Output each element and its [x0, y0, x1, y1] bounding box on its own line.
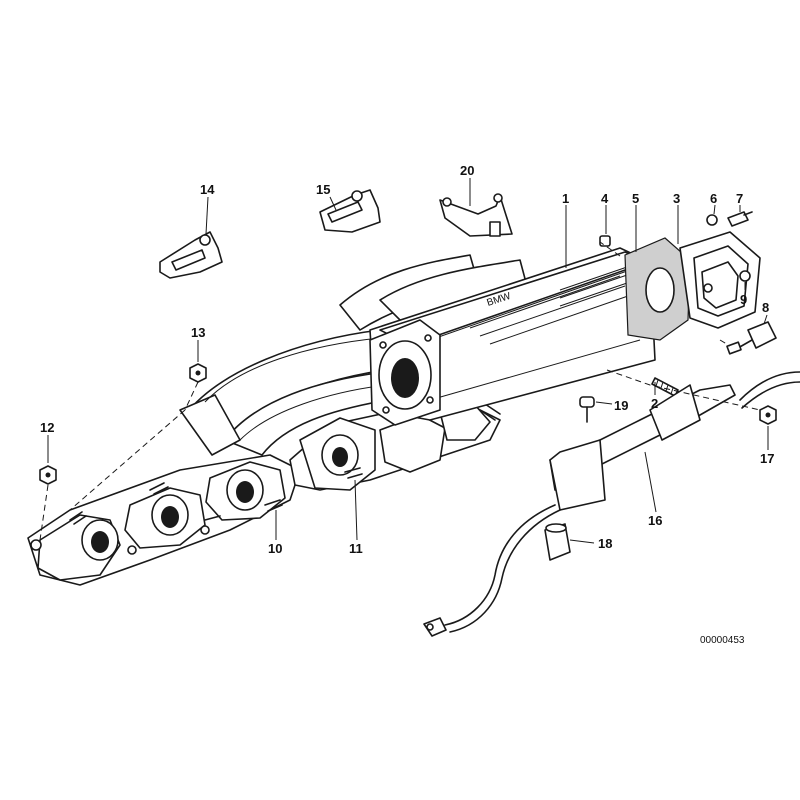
callout-13: 13 — [191, 325, 205, 340]
leader-lines — [47, 178, 769, 544]
bracket-part-14 — [159, 231, 223, 279]
screw-part-7-shaft — [743, 211, 753, 216]
bolt-part-7 — [727, 211, 749, 227]
exhaust-manifold-part-11 — [289, 403, 501, 491]
bolt-part-19 — [579, 396, 595, 423]
callout-2: 2 — [651, 396, 658, 411]
bracket-part-15 — [319, 189, 381, 233]
stud-part-2 — [651, 377, 679, 397]
end-cover-part-3 — [679, 231, 761, 329]
callout-labels: 1 2 3 4 5 6 7 8 9 10 11 12 13 14 15 16 1… — [40, 163, 774, 556]
grommet-part-18 — [544, 523, 571, 561]
callout-10: 10 — [268, 541, 282, 556]
callout-6: 6 — [710, 191, 717, 206]
callout-4: 4 — [601, 191, 609, 206]
sleeve-part-4 — [599, 235, 611, 247]
callout-18: 18 — [598, 536, 612, 551]
bracket-part-20 — [439, 193, 513, 237]
callout-20: 20 — [460, 163, 474, 178]
end-gasket-part-5 — [624, 237, 691, 341]
callout-3: 3 — [673, 191, 680, 206]
washer-part-6 — [706, 214, 718, 226]
callout-12: 12 — [40, 420, 54, 435]
assembly-guide-lines — [39, 241, 761, 541]
callout-5: 5 — [632, 191, 639, 206]
reference-code: 00000453 — [700, 635, 745, 646]
callout-8: 8 — [762, 300, 769, 315]
callout-16: 16 — [648, 513, 662, 528]
intake-plenum-part-1: BMW — [369, 247, 656, 426]
callout-7: 7 — [736, 191, 743, 206]
exhaust-manifold-part-10 — [27, 454, 301, 586]
callout-19: 19 — [614, 398, 628, 413]
callout-9: 9 — [740, 292, 747, 307]
sensor-part-8 — [726, 321, 777, 355]
washer-part-9 — [739, 270, 751, 282]
callout-17: 17 — [760, 451, 774, 466]
callout-14: 14 — [200, 182, 215, 197]
intake-runners — [179, 254, 529, 456]
wire-harness-part-16 — [423, 371, 800, 637]
callout-15: 15 — [316, 182, 330, 197]
callout-11: 11 — [349, 541, 363, 556]
callout-1: 1 — [562, 191, 569, 206]
